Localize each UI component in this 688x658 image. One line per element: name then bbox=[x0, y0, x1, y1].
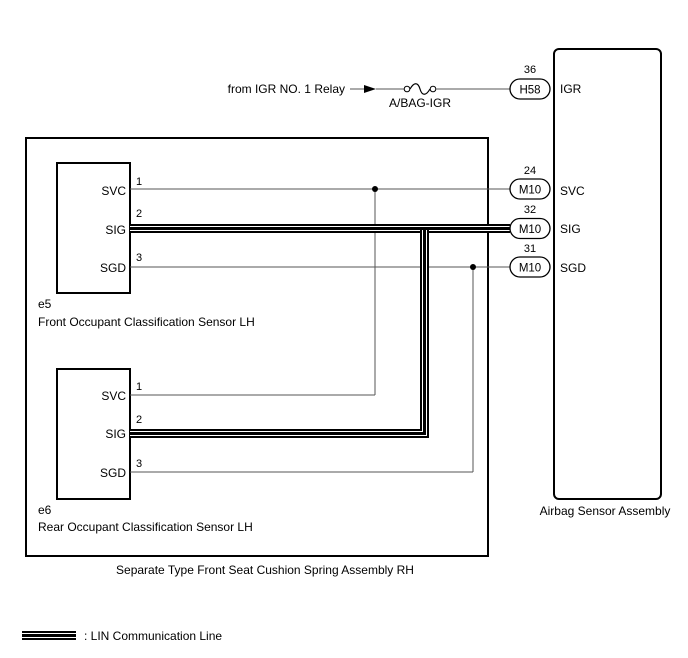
airbag-pin-svc: 24 bbox=[524, 165, 536, 177]
front-sensor-terminal-sig: SIG bbox=[105, 223, 126, 237]
rear-sensor-terminal-sgd: SGD bbox=[100, 466, 126, 480]
rear-sensor-code: e6 bbox=[38, 503, 52, 517]
front-sensor-pin-2: 2 bbox=[136, 208, 142, 220]
front-sensor-terminal-svc: SVC bbox=[101, 184, 126, 198]
sgd-junction-dot bbox=[470, 264, 476, 270]
front-sensor-pin-1: 1 bbox=[136, 176, 142, 188]
rear-sensor-terminal-sig: SIG bbox=[105, 427, 126, 441]
rear-sensor-title: Rear Occupant Classification Sensor LH bbox=[38, 520, 253, 534]
fuse-terminal-right bbox=[429, 85, 437, 93]
airbag-pin-igr: 36 bbox=[524, 64, 536, 76]
connector-sig-code: M10 bbox=[519, 224, 541, 236]
rear-sensor-pin-3: 3 bbox=[136, 458, 142, 470]
connector-igr-code: H58 bbox=[519, 85, 540, 97]
rear-sensor-pin-1: 1 bbox=[136, 381, 142, 393]
connector-sig: M10 bbox=[509, 217, 551, 240]
connector-svc: M10 bbox=[509, 178, 551, 200]
connector-igr: H58 bbox=[509, 78, 551, 100]
rear-sensor-pin-2: 2 bbox=[136, 414, 142, 426]
front-sensor-code: e5 bbox=[38, 297, 52, 311]
front-sensor-title: Front Occupant Classification Sensor LH bbox=[38, 315, 255, 329]
airbag-sensor-assembly-title: Airbag Sensor Assembly bbox=[540, 504, 671, 518]
seat-cushion-assembly-box bbox=[25, 137, 489, 557]
source-label: from IGR NO. 1 Relay bbox=[228, 82, 345, 96]
connector-sgd-code: M10 bbox=[519, 263, 541, 275]
airbag-terminal-sig: SIG bbox=[560, 222, 581, 236]
airbag-pin-sig: 32 bbox=[524, 204, 536, 216]
lin-line-rear bbox=[130, 228, 429, 438]
seat-cushion-assembly-title: Separate Type Front Seat Cushion Spring … bbox=[116, 563, 414, 577]
fuse-terminal-left bbox=[403, 85, 411, 93]
connector-svc-code: M10 bbox=[519, 185, 541, 197]
airbag-terminal-sgd: SGD bbox=[560, 261, 586, 275]
rear-sensor-terminal-svc: SVC bbox=[101, 389, 126, 403]
fuse-label: A/BAG-IGR bbox=[389, 96, 451, 110]
svc-junction-dot bbox=[372, 186, 378, 192]
fuse-icon bbox=[409, 83, 431, 95]
legend-label: : LIN Communication Line bbox=[84, 629, 222, 643]
front-sensor-pin-3: 3 bbox=[136, 252, 142, 264]
arrow-right-icon bbox=[364, 85, 376, 93]
front-sensor-terminal-sgd: SGD bbox=[100, 261, 126, 275]
airbag-terminal-igr: IGR bbox=[560, 82, 582, 96]
airbag-terminal-svc: SVC bbox=[560, 184, 585, 198]
airbag-sensor-assembly-box bbox=[553, 48, 662, 500]
airbag-pin-sgd: 31 bbox=[524, 243, 536, 255]
connector-sgd: M10 bbox=[509, 256, 551, 278]
